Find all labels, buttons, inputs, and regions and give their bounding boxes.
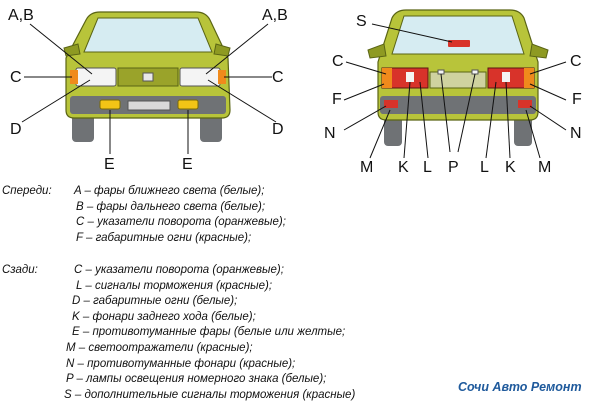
rear-right-reverse bbox=[502, 72, 510, 82]
legend-front-item: C – указатели поворота (оранжевые); bbox=[76, 216, 286, 229]
legend-rear-label: Сзади: bbox=[2, 264, 38, 276]
rear-window bbox=[391, 15, 525, 55]
callout-bottom-l-right: L bbox=[480, 159, 489, 176]
legend-rear-item: D – габаритные огни (белые); bbox=[72, 295, 238, 308]
callout-ab-left: A,B bbox=[8, 7, 34, 24]
callout-f-right: F bbox=[572, 91, 582, 108]
legend-rear-item: S – дополнительные сигналы торможения (к… bbox=[64, 388, 356, 401]
rear-left-turn bbox=[382, 68, 392, 88]
legend-front-label: Спереди: bbox=[2, 185, 52, 197]
callout-n-left: N bbox=[324, 125, 336, 142]
legend-rear-item: E – противотуманные фары (белые или желт… bbox=[72, 326, 346, 339]
callout-bottom-k-right: K bbox=[505, 159, 516, 176]
callout-bottom-p: P bbox=[448, 159, 459, 176]
rear-plate-lamp-left bbox=[437, 69, 445, 75]
callout-c-rear-right: C bbox=[570, 53, 582, 70]
legend-rear: Сзади: C – указатели поворота (оранжевые… bbox=[0, 263, 598, 407]
legend-rear-item: L – сигналы торможения (красные); bbox=[76, 279, 273, 292]
rear-left-reflector bbox=[384, 100, 398, 108]
front-leader-lines bbox=[21, 23, 277, 154]
rear-leader-lines bbox=[343, 23, 567, 159]
front-left-headlight bbox=[75, 67, 117, 87]
legend-rear-item: P – лампы освещения номерного знака (бел… bbox=[66, 373, 327, 386]
legend-rear-item: K – фонари заднего хода (белые); bbox=[72, 310, 256, 323]
rear-plate-lamp-right bbox=[471, 69, 479, 75]
rear-right-mirror bbox=[529, 43, 549, 59]
front-windshield bbox=[83, 17, 213, 53]
callout-d-right: D bbox=[272, 121, 284, 138]
watermark: Сочи Авто Ремонт bbox=[458, 380, 582, 394]
callout-bottom-l-left: L bbox=[423, 159, 432, 176]
front-car bbox=[63, 11, 231, 142]
callout-e-left: E bbox=[104, 156, 115, 173]
callout-c-right: C bbox=[272, 69, 284, 86]
callout-bottom-k-left: K bbox=[398, 159, 409, 176]
callout-s: S bbox=[356, 13, 367, 30]
callout-c-rear-left: C bbox=[332, 53, 344, 70]
front-left-turn-signal bbox=[70, 70, 78, 84]
legend-rear-item: C – указатели поворота (оранжевые); bbox=[74, 264, 284, 276]
callout-f-left: F bbox=[332, 91, 342, 108]
legend-rear-item: N – противотуманные фонари (красные); bbox=[66, 357, 296, 370]
rear-left-reverse bbox=[406, 72, 414, 82]
legend-front: Спереди: A – фары ближнего света (белые)… bbox=[0, 184, 598, 254]
callout-e-right: E bbox=[182, 156, 193, 173]
rear-bumper bbox=[380, 96, 536, 114]
legend-front-item: B – фары дальнего света (белые); bbox=[76, 200, 266, 213]
legend-rear-item: M – светоотражатели (красные); bbox=[66, 342, 253, 354]
callout-c-left: C bbox=[10, 69, 22, 86]
rear-left-mirror bbox=[367, 43, 387, 59]
legend-front-item: F – габаритные огни (красные); bbox=[76, 231, 252, 244]
front-left-foglight bbox=[99, 99, 121, 110]
front-right-foglight bbox=[177, 99, 199, 110]
front-left-mirror bbox=[63, 43, 81, 57]
legend-front-item: A – фары ближнего света (белые); bbox=[74, 185, 265, 197]
diagram-svg bbox=[21, 9, 567, 159]
rear-right-turn bbox=[524, 68, 534, 88]
callout-ab-right: A,B bbox=[262, 7, 288, 24]
callout-n-right: N bbox=[570, 125, 582, 142]
rear-car bbox=[367, 9, 549, 146]
front-badge bbox=[142, 72, 154, 82]
rear-high-brake-light bbox=[448, 40, 470, 47]
front-right-mirror bbox=[213, 43, 231, 57]
callout-d-left: D bbox=[10, 121, 22, 138]
car-lights-diagram: A,B A,B C C D D E E S C C F F N N M K L … bbox=[0, 0, 598, 180]
front-right-turn-signal bbox=[218, 70, 226, 84]
rear-plate bbox=[429, 71, 487, 89]
front-plate bbox=[127, 100, 171, 111]
callout-bottom-m-right: M bbox=[538, 159, 552, 176]
rear-right-reflector bbox=[518, 100, 532, 108]
callout-bottom-m-left: M bbox=[360, 159, 374, 176]
